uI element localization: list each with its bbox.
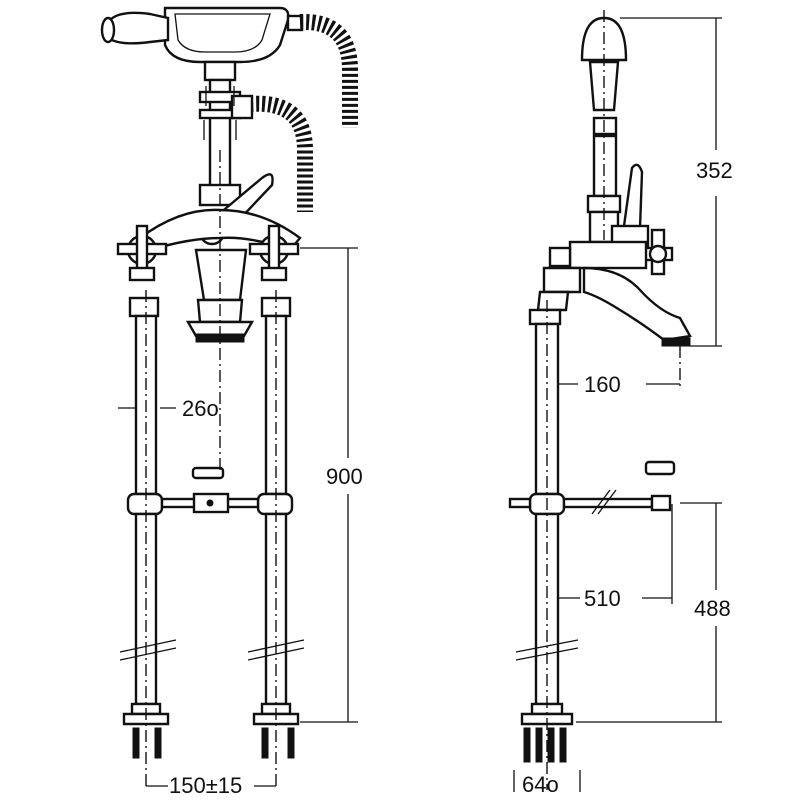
fixing-studs: [132, 727, 295, 759]
dim-handset-height: 352: [696, 158, 733, 183]
side-view: 352 160 510 488 64o: [508, 10, 733, 797]
stabiliser-bar: [160, 466, 260, 514]
left-leg: [119, 296, 177, 726]
dim-pipe-diameter: 26o: [182, 396, 219, 421]
dim-base-diameter: 64o: [522, 772, 559, 797]
dim-centres: 150±15: [169, 773, 242, 798]
dim-height: 900: [326, 464, 363, 489]
side-fixing-studs: [523, 727, 567, 763]
handset-cradle: [163, 6, 290, 64]
left-cross-handle: [116, 224, 168, 282]
riser-pipe: [198, 60, 254, 207]
shower-handset: [100, 11, 304, 45]
right-cross-handle: [248, 224, 300, 282]
side-mixer-body: [536, 240, 692, 347]
shower-hose: [249, 13, 358, 212]
front-view: 26o 900 150±15: [100, 6, 363, 798]
dim-supply-offset: 510: [584, 586, 621, 611]
mixer-body: [138, 208, 302, 343]
side-stabiliser-bar: [508, 460, 676, 515]
dim-supply-height: 488: [694, 596, 731, 621]
side-cross-handle: [642, 228, 674, 276]
dim-spout-reach: 160: [584, 372, 621, 397]
